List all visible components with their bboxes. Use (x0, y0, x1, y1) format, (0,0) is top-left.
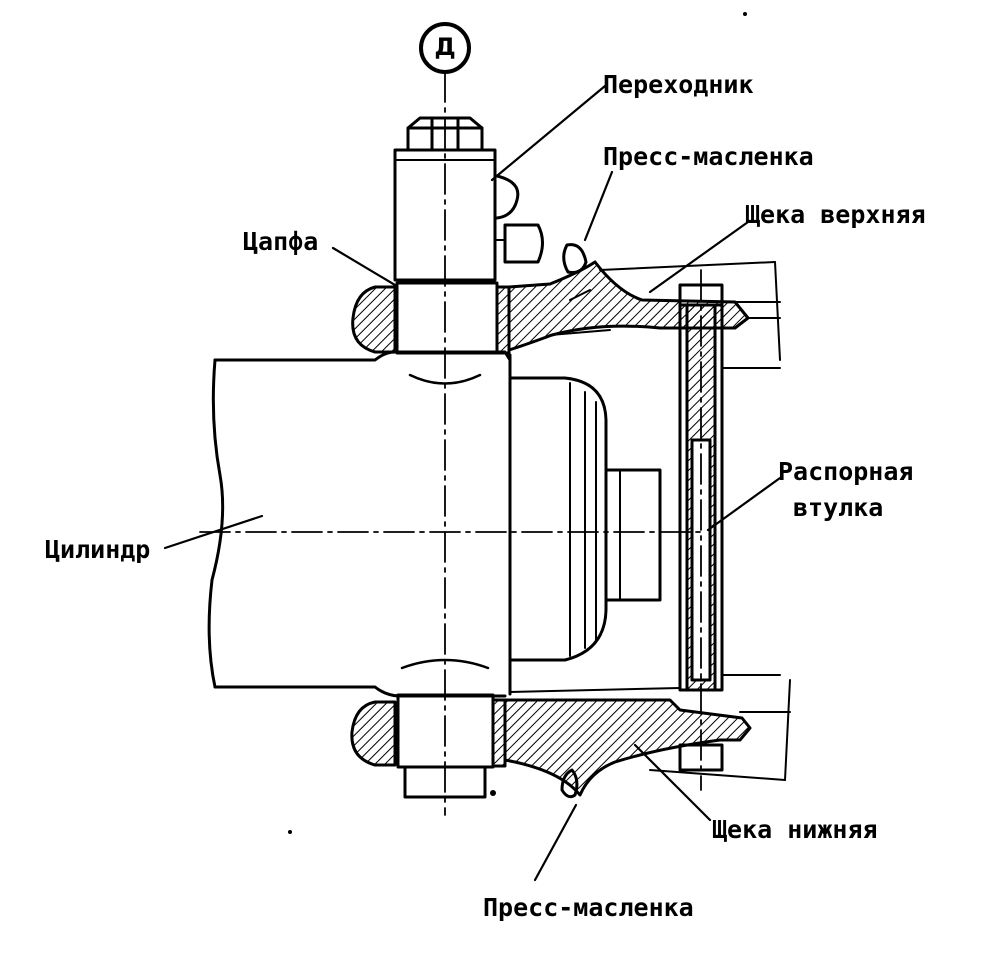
upper-bearing-ring (351, 285, 511, 355)
center-lines (199, 71, 702, 816)
adapter-part (393, 116, 544, 282)
label-press-maslenka-top: Пресс-масленка (603, 142, 814, 171)
view-marker-label: Д (434, 33, 456, 61)
label-sheka-nizhnyaya: Щека нижняя (712, 815, 878, 844)
label-tsapfa: Цапфа (243, 227, 319, 256)
lower-cheek (503, 674, 791, 799)
label-raspornaya-line1: Распорная (778, 457, 914, 486)
label-sheka-verhnyaya: Щека верхняя (745, 200, 926, 229)
label-perehodnik: Переходник (603, 70, 754, 99)
upper-cheek (507, 243, 781, 369)
label-raspornaya-line2: втулка (793, 493, 884, 522)
label-tsilindr: Цилиндр (45, 535, 151, 564)
cylinder-body (207, 350, 662, 698)
label-press-maslenka-bottom: Пресс-масленка (483, 893, 694, 922)
lower-bearing-ring (350, 698, 507, 768)
leader-lines (163, 84, 782, 882)
trunnion-part (395, 281, 499, 799)
speck-dots (288, 12, 747, 834)
